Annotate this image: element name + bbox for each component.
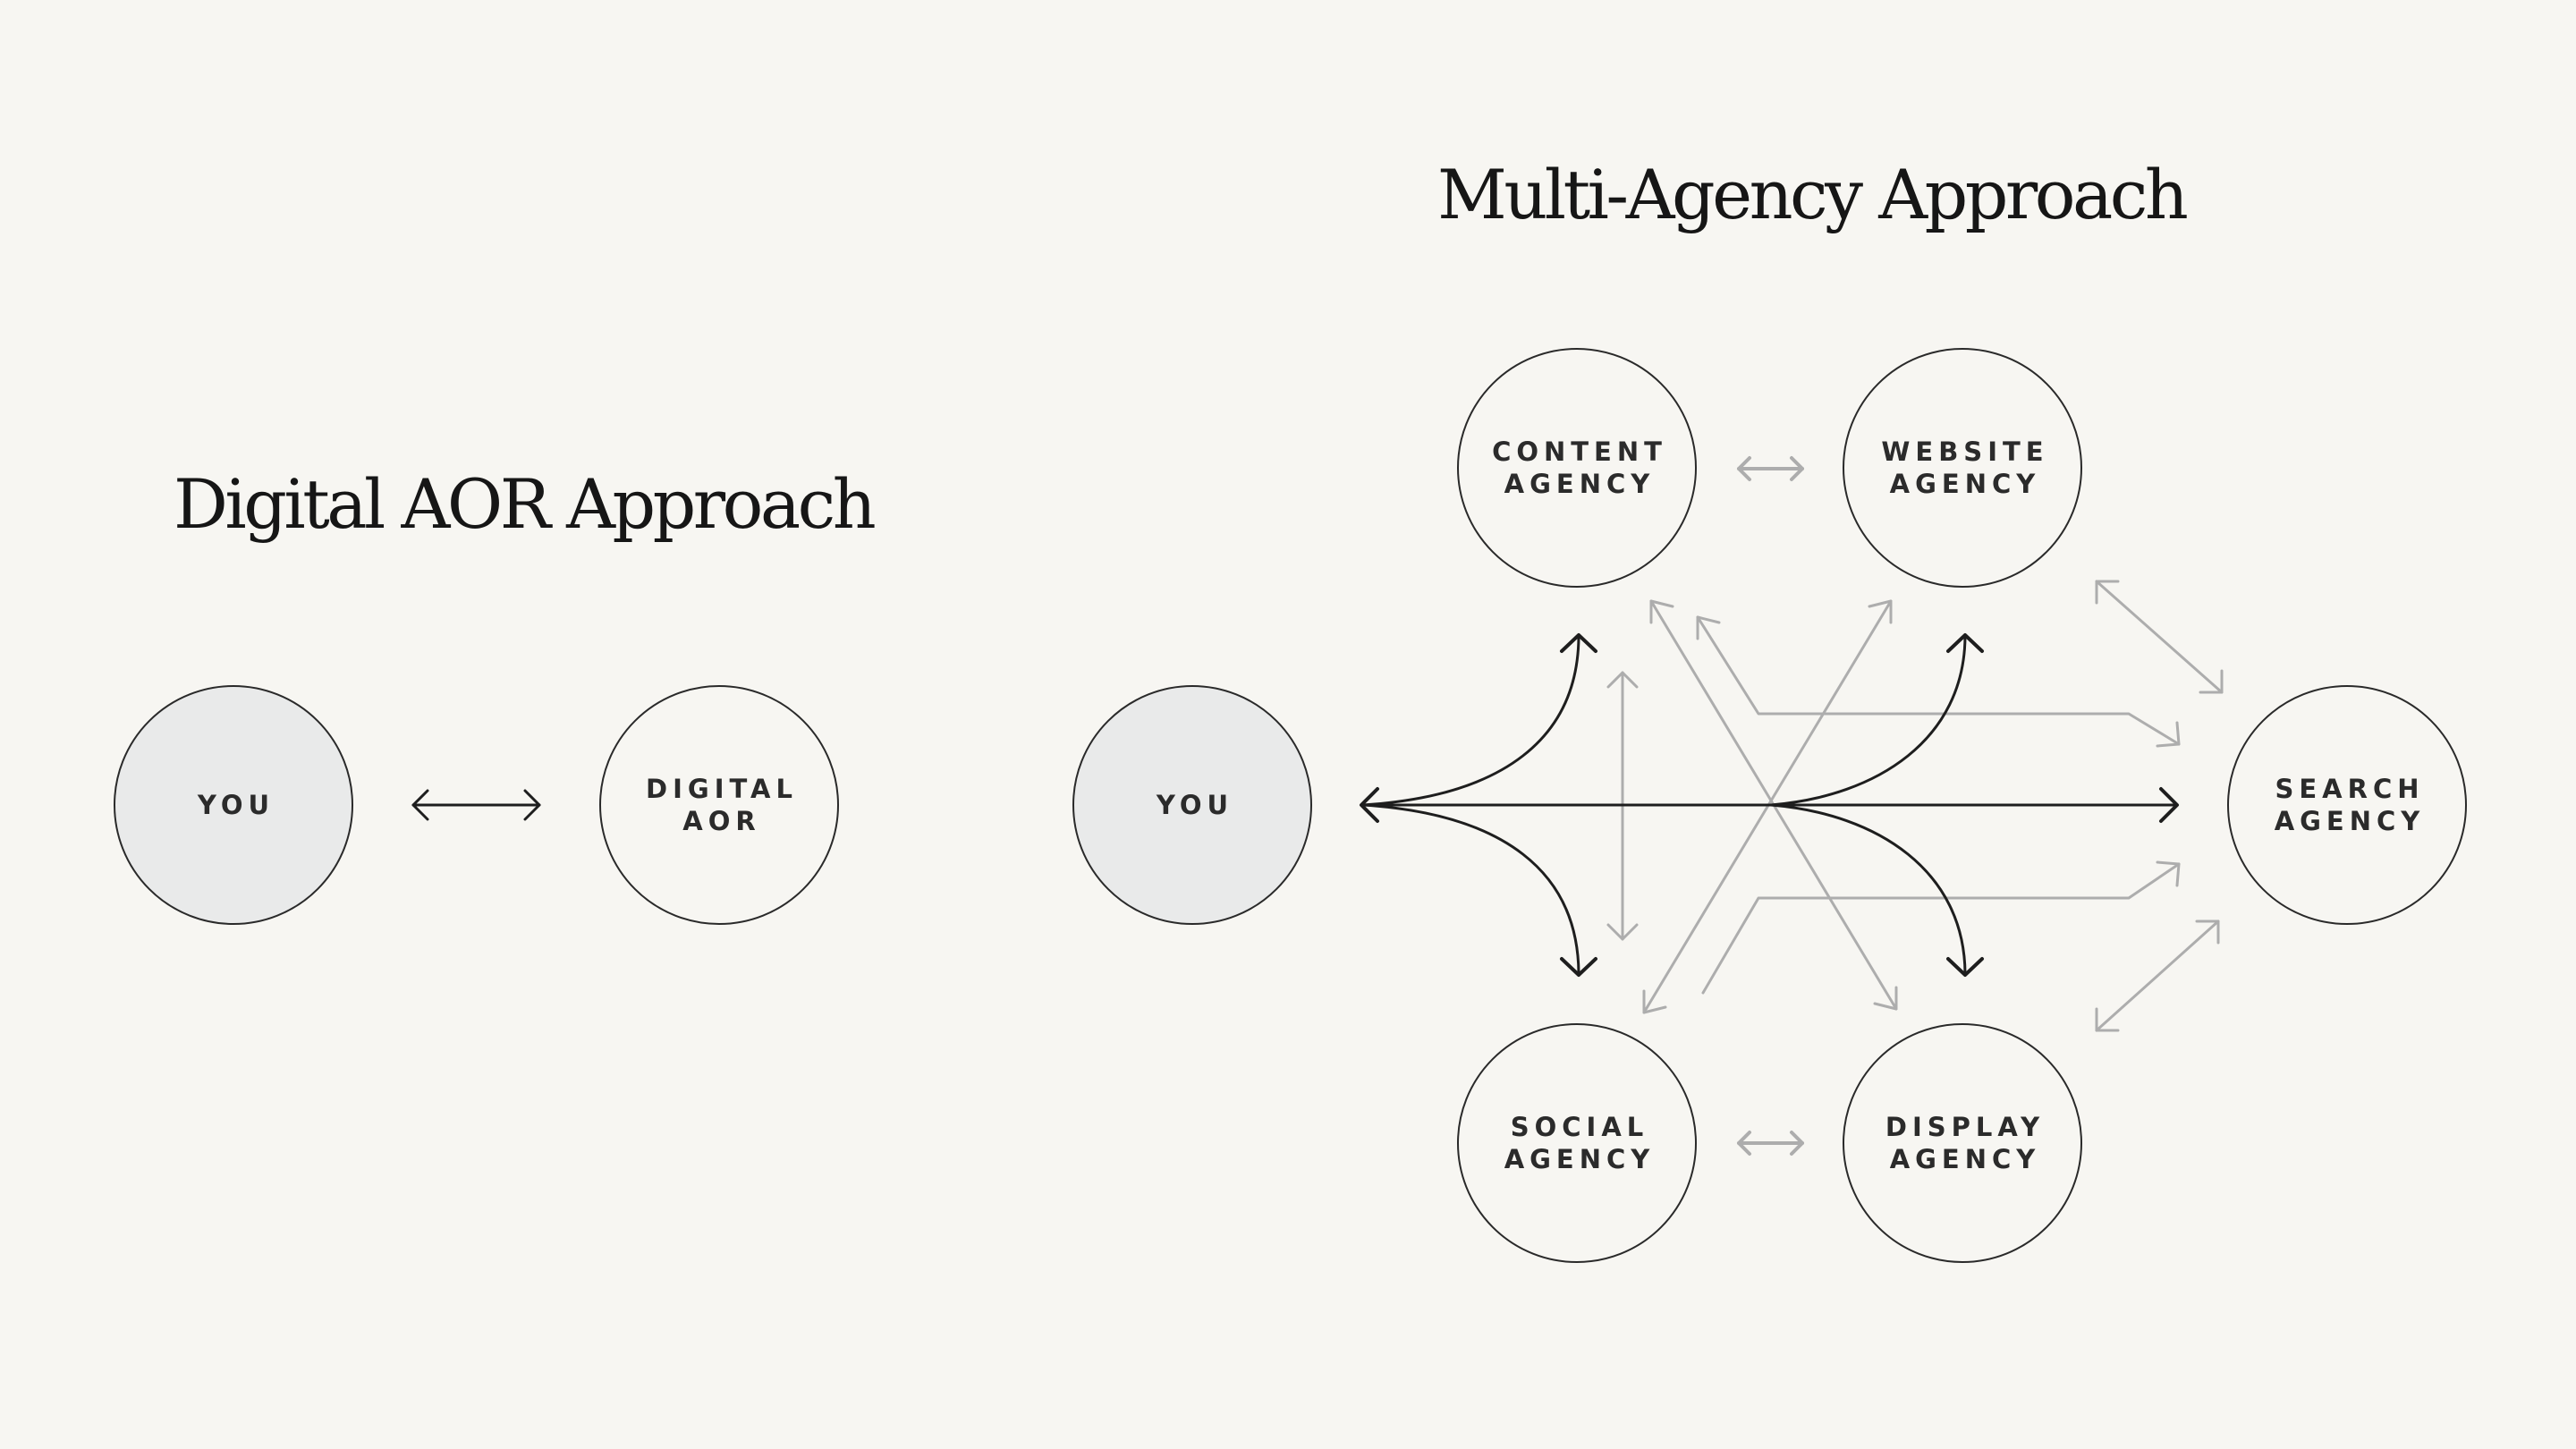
digital-aor-connector [411, 789, 541, 821]
digital-aor-label: DIGITAL AOR [646, 774, 798, 836]
search-agency-node: SEARCH AGENCY [2227, 685, 2467, 925]
social-search-arrow [1701, 860, 2181, 995]
you-label: YOU [1156, 790, 1234, 820]
multi-agency-title: Multi-Agency Approach [1437, 155, 2189, 234]
you-display-curve [1769, 803, 1967, 975]
you-content-curve [1361, 635, 1580, 807]
content-agency-node: CONTENT AGENCY [1457, 348, 1697, 588]
display-search-arrow [2095, 919, 2220, 1032]
you-website-curve [1769, 635, 1967, 807]
you-to-agencies-connectors [1360, 633, 2179, 977]
digital-aor-node: DIGITAL AOR [599, 685, 839, 925]
search-agency-label: SEARCH AGENCY [2274, 774, 2426, 836]
website-agency-node: WEBSITE AGENCY [1843, 348, 2082, 588]
website-agency-label: WEBSITE AGENCY [1881, 436, 2049, 499]
search-arrowhead [2159, 787, 2179, 823]
social-website-arrow [1642, 599, 1893, 1014]
you-node-multi: YOU [1072, 685, 1312, 925]
social-agency-node: SOCIAL AGENCY [1457, 1023, 1697, 1263]
you-social-curve [1361, 803, 1580, 975]
digital-aor-title: Digital AOR Approach [174, 464, 877, 544]
content-website-arrow [1737, 456, 1804, 481]
social-agency-label: SOCIAL AGENCY [1504, 1112, 1656, 1174]
content-agency-label: CONTENT AGENCY [1492, 436, 1667, 499]
content-search-arrow [1696, 615, 2181, 748]
display-agency-label: DISPLAY AGENCY [1885, 1112, 2046, 1174]
you-node-digital: YOU [114, 685, 353, 925]
social-display-arrow [1737, 1131, 1804, 1156]
website-search-arrow [2095, 580, 2224, 694]
you-arrowhead [1360, 787, 1379, 823]
display-agency-node: DISPLAY AGENCY [1843, 1023, 2082, 1263]
you-label: YOU [197, 790, 275, 820]
